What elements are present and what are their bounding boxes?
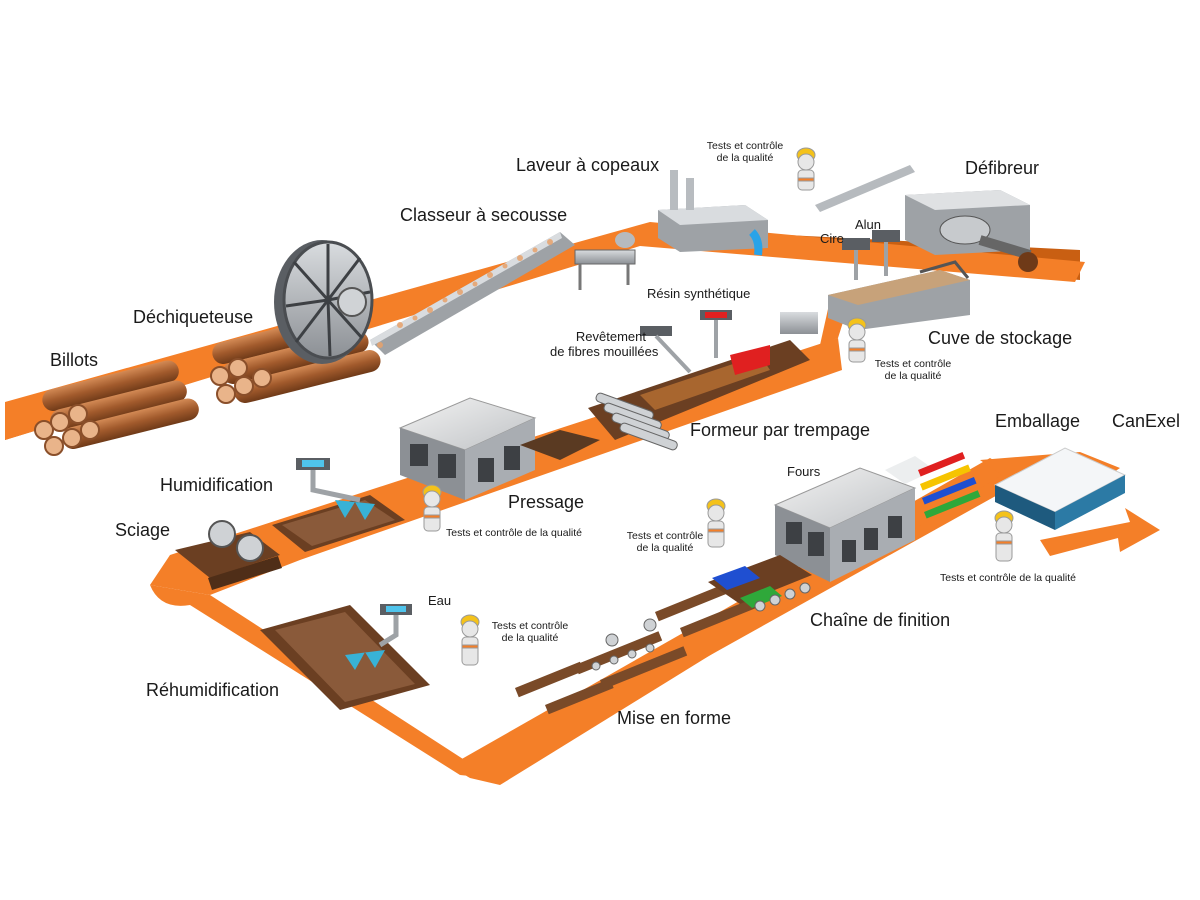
label-resin: Résin synthétique — [647, 286, 751, 301]
qc-label-laveur: Tests et contrôle de la qualité — [700, 140, 790, 164]
finishing-panels — [708, 452, 981, 612]
label-classeur: Classeur à secousse — [400, 205, 568, 225]
label-billots: Billots — [50, 350, 99, 370]
label-revetement-line2: de fibres mouillées — [550, 343, 659, 359]
qc-label-pressage: Tests et contrôle de la qualité — [446, 527, 582, 539]
label-alun: Alun — [855, 217, 882, 232]
qc-line1: Tests et contrôle — [706, 140, 784, 152]
qc-worker-icon — [422, 484, 442, 532]
label-defibreur: Défibreur — [965, 158, 1040, 178]
qc-worker-icon — [994, 510, 1014, 562]
label-laveur: Laveur à copeaux — [516, 155, 660, 175]
qc-line1: Tests et contrôle — [874, 358, 952, 370]
label-mise-en-forme: Mise en forme — [617, 708, 732, 728]
formeur-machine — [588, 310, 818, 451]
qc-line2: de la qualité — [716, 152, 774, 165]
qc-line2: de la qualité — [884, 370, 942, 383]
humidification-station — [272, 458, 405, 552]
qc-label-finition: Tests et contrôle de la qualité — [620, 530, 710, 554]
label-pressage: Pressage — [508, 492, 585, 512]
fours-building — [773, 456, 935, 582]
label-humidification: Humidification — [160, 475, 274, 495]
defibreur-machine — [815, 165, 1038, 272]
label-emballage: Emballage — [995, 411, 1081, 431]
qc-worker-icon — [706, 498, 726, 548]
qc-line1: Tests et contrôle — [491, 620, 569, 632]
rehumidification-station — [260, 604, 430, 710]
qc-label-cuve: Tests et contrôle de la qualité — [868, 358, 958, 382]
label-sciage: Sciage — [115, 520, 171, 540]
label-dechiqueteuse: Déchiqueteuse — [133, 307, 254, 327]
qc-worker-icon — [460, 614, 480, 666]
label-formeur: Formeur par trempage — [690, 420, 871, 440]
qc-label-emballage: Tests et contrôle de la qualité — [940, 572, 1076, 584]
sciage-station — [175, 520, 282, 590]
label-eau: Eau — [428, 593, 452, 608]
emballage-package — [993, 447, 1127, 530]
dechiqueteuse-machine — [274, 240, 374, 364]
finish-color-strip — [924, 490, 981, 519]
qc-worker-icon — [847, 317, 867, 363]
cuve-stockage — [828, 230, 970, 330]
pressage-building — [398, 397, 600, 500]
qc-line1: Tests et contrôle — [626, 530, 704, 542]
qc-worker-icon — [796, 147, 816, 191]
finish-color-strip — [918, 452, 966, 477]
label-revetement: Revêtement de fibres mouillées — [550, 329, 659, 360]
qc-line2: de la qualité — [636, 542, 694, 555]
mise-en-forme-station — [515, 582, 758, 715]
finish-color-strip — [920, 464, 971, 491]
qc-label-rehumidification: Tests et contrôle de la qualité — [485, 620, 575, 644]
label-chaine-finition: Chaîne de finition — [810, 610, 951, 630]
label-fours: Fours — [787, 464, 821, 479]
label-revetement-line1: Revêtement — [575, 329, 646, 344]
finish-color-strip — [921, 477, 977, 505]
label-brand: CanExel — [1112, 411, 1181, 431]
label-rehumidification: Réhumidification — [146, 680, 280, 700]
qc-line2: de la qualité — [501, 632, 559, 645]
laveur-machine — [658, 170, 768, 256]
label-cuve: Cuve de stockage — [928, 328, 1073, 348]
classeur-machine — [370, 232, 636, 355]
label-cire: Cire — [820, 231, 844, 246]
